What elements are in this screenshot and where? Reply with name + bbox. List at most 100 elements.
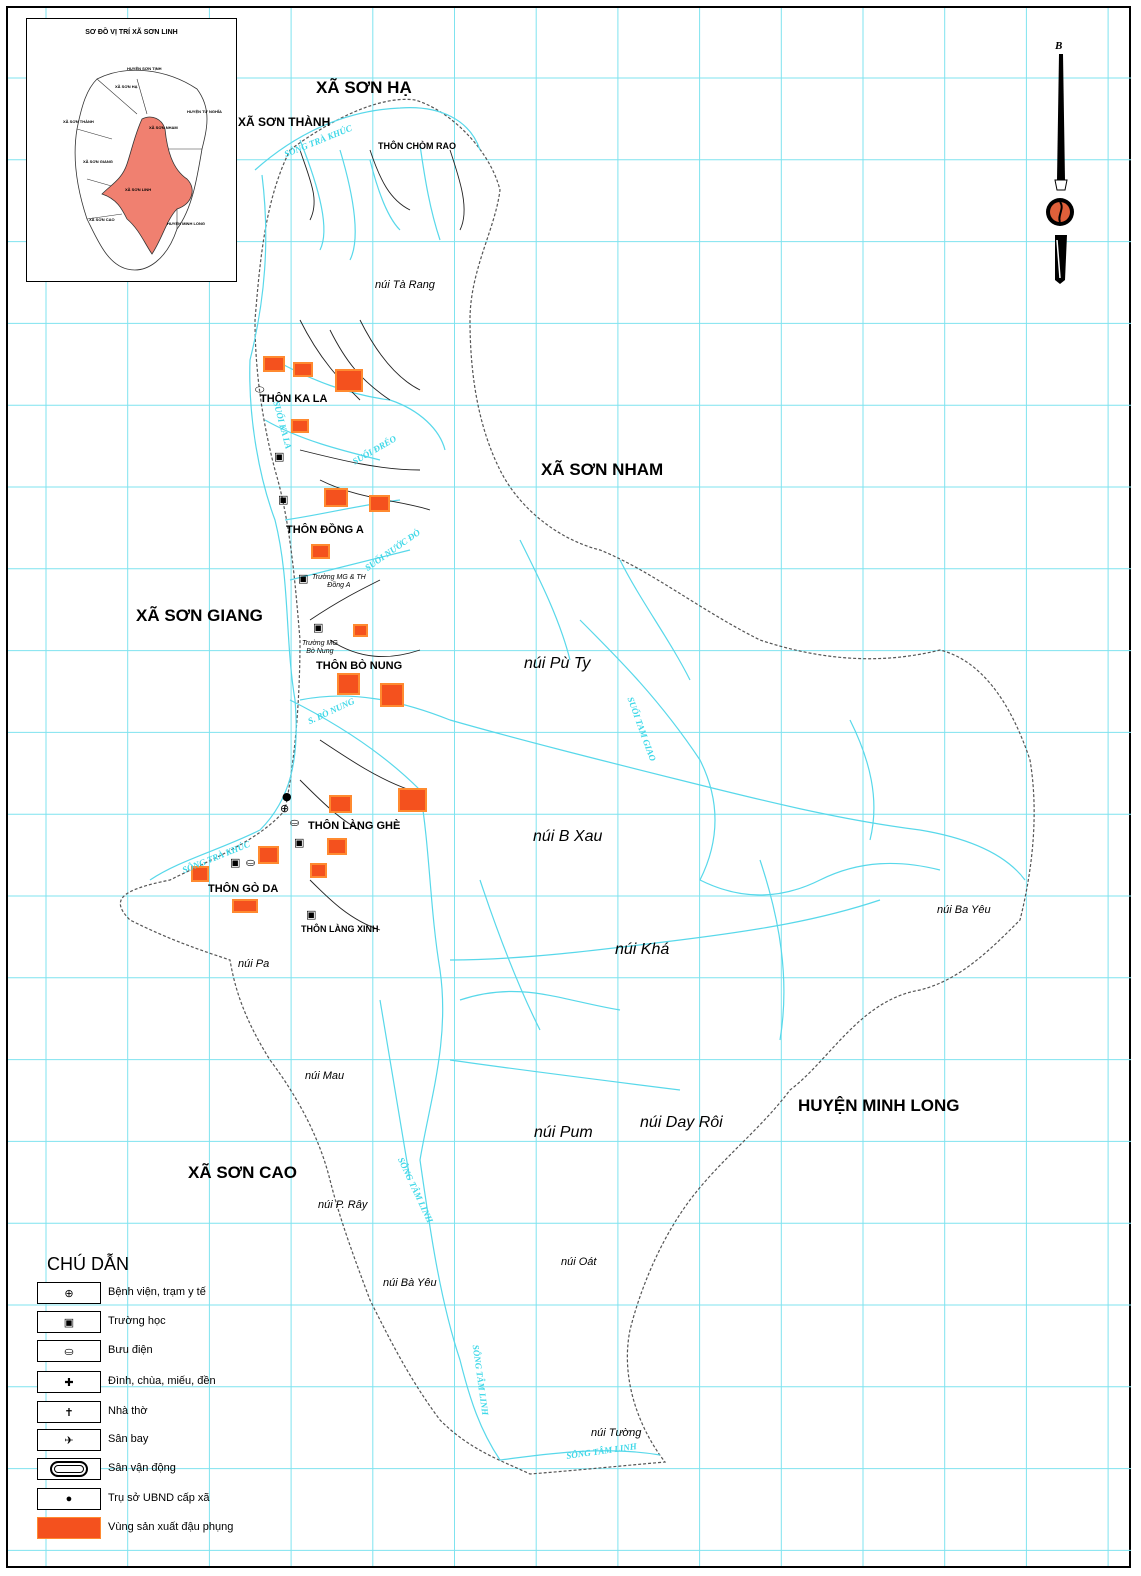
mountain-label: núi Pa bbox=[238, 958, 270, 970]
peanut-area bbox=[353, 624, 368, 637]
peanut-area bbox=[232, 899, 258, 913]
legend-label: Đình, chùa, miếu, đền bbox=[108, 1375, 216, 1387]
legend-label: Vùng sản xuất đậu phụng bbox=[108, 1521, 234, 1533]
legend-label: Trụ sở UBND cấp xã bbox=[108, 1492, 210, 1504]
school-label: Trường MG Bò Nung bbox=[302, 640, 338, 656]
commune-label: XÃ SƠN CAO bbox=[188, 1163, 297, 1182]
peanut-area bbox=[327, 838, 347, 855]
commune-label: XÃ SƠN THÀNH bbox=[238, 115, 331, 129]
location-inset: SƠ ĐỒ VỊ TRÍ XÃ SƠN LINH HUYỆN SƠN TỊNH … bbox=[26, 18, 237, 282]
ubnd-icon: ● bbox=[282, 790, 292, 803]
inset-label: XÃ SƠN NHAM bbox=[149, 125, 178, 130]
inset-label: XÃ SƠN HẠ bbox=[115, 84, 138, 89]
peanut-area-icon bbox=[37, 1517, 101, 1539]
hamlet-label: THÔN ĐỒNG A bbox=[286, 524, 364, 536]
son-linh-highlight bbox=[101, 116, 193, 255]
inset-label: XÃ SƠN THÀNH bbox=[63, 119, 94, 124]
post-office-icon: ⛀ bbox=[290, 816, 299, 829]
mountain-label: núi Oát bbox=[561, 1256, 597, 1268]
north-arrow: B bbox=[1035, 40, 1085, 290]
church-icon: ✝ bbox=[37, 1401, 101, 1423]
legend-item: Vùng sản xuất đậu phụng bbox=[37, 1517, 237, 1539]
inset-label: XÃ SƠN GIANG bbox=[83, 159, 113, 164]
legend-item: ✝ Nhà thờ bbox=[37, 1401, 237, 1423]
legend-item: ⊕ Bệnh viện, trạm y tế bbox=[37, 1282, 237, 1304]
school-label-line: Bò Nung bbox=[306, 648, 334, 655]
school-icon: ▣ bbox=[306, 908, 316, 921]
inset-label: HUYỆN TƯ NGHĨA bbox=[187, 109, 222, 114]
commune-boundary bbox=[119, 98, 1035, 1475]
mountain-label: núi P. Rây bbox=[318, 1199, 368, 1211]
hamlet-label: THÔN GÒ DA bbox=[208, 883, 279, 895]
legend-label: Sân bay bbox=[108, 1433, 149, 1445]
post-office-icon: ⛀ bbox=[246, 856, 255, 869]
legend-title: CHÚ DẪN bbox=[47, 1254, 130, 1274]
mountain-label: núi Ba Yêu bbox=[937, 904, 991, 916]
peanut-area bbox=[335, 369, 363, 392]
peanut-area bbox=[293, 362, 313, 377]
legend-item: ● Trụ sở UBND cấp xã bbox=[37, 1488, 237, 1510]
grid-lines bbox=[8, 8, 1131, 1566]
peanut-area bbox=[263, 356, 285, 372]
mountain-label: núi Day Rôi bbox=[640, 1114, 723, 1131]
mountain-label: núi Mau bbox=[305, 1070, 345, 1082]
school-icon: ▣ bbox=[274, 450, 284, 463]
school-label-line: Trường MG bbox=[302, 640, 338, 647]
peanut-area bbox=[258, 846, 279, 864]
mountain-label: núi Pum bbox=[534, 1124, 593, 1141]
peanut-area bbox=[191, 866, 209, 882]
school-icon: ▣ bbox=[37, 1311, 101, 1333]
mountain-label: núi Tà Rang bbox=[375, 279, 435, 291]
legend-label: Sân vận động bbox=[108, 1462, 176, 1474]
stadium-icon bbox=[37, 1458, 101, 1480]
school-icon: ▣ bbox=[298, 572, 308, 585]
commune-label: XÃ SƠN NHAM bbox=[541, 460, 664, 479]
legend-label: Nhà thờ bbox=[108, 1405, 148, 1417]
legend-item: ✚ Đình, chùa, miếu, đền bbox=[37, 1371, 237, 1393]
inset-label: HUYỆN MINH LONG bbox=[167, 221, 205, 226]
peanut-area bbox=[311, 544, 330, 559]
hamlet-label: THÔN BÒ NUNG bbox=[316, 660, 403, 672]
inset-map bbox=[74, 69, 208, 271]
peanut-area bbox=[329, 795, 352, 813]
legend-label: Bệnh viện, trạm y tế bbox=[108, 1286, 206, 1298]
mountain-label: núi Khá bbox=[615, 941, 670, 958]
legend-label: Trường học bbox=[108, 1315, 166, 1327]
school-icon: ▣ bbox=[294, 836, 304, 849]
school-icon: ▣ bbox=[230, 856, 240, 869]
legend-item: ▣ Trường học bbox=[37, 1311, 237, 1333]
peanut-areas bbox=[191, 356, 427, 913]
inset-label: XÃ SƠN LINH bbox=[125, 187, 152, 192]
post-office-icon: ⛀ bbox=[37, 1340, 101, 1362]
hospital-icon: ⊕ bbox=[37, 1282, 101, 1304]
ubnd-icon: ● bbox=[37, 1488, 101, 1510]
inset-label: HUYỆN SƠN TỊNH bbox=[127, 66, 162, 71]
legend-item: Sân vận động bbox=[37, 1458, 237, 1480]
school-icon: ▣ bbox=[313, 621, 323, 634]
stadium-icon: ⬭ bbox=[255, 383, 265, 396]
peanut-area bbox=[369, 495, 390, 512]
rivers bbox=[149, 107, 1026, 1461]
peanut-area bbox=[380, 683, 404, 707]
hamlet-label: THÔN LÀNG XINH bbox=[301, 924, 379, 934]
school-label-line: Đồng A bbox=[327, 582, 351, 589]
peanut-area bbox=[337, 673, 360, 695]
map-symbols: ⬭ ▣ ▣ ▣ ▣ ● ⊕ ⛀ ▣ ▣ ⛀ ▣ bbox=[230, 383, 323, 921]
hamlet-label: THÔN LÀNG GHÈ bbox=[308, 820, 401, 832]
peanut-area bbox=[324, 488, 348, 507]
mountain-label: núi Pù Ty bbox=[524, 655, 591, 672]
commune-label: HUYỆN MINH LONG bbox=[798, 1096, 960, 1115]
legend-label: Bưu điện bbox=[108, 1344, 153, 1356]
streams bbox=[299, 149, 465, 931]
temple-icon: ✚ bbox=[37, 1371, 101, 1393]
hamlet-label: THÔN KA LA bbox=[260, 393, 328, 405]
school-label: Trường MG & TH Đồng A bbox=[312, 574, 366, 590]
commune-label: XÃ SƠN GIANG bbox=[136, 606, 263, 625]
mountain-label: núi Bà Yêu bbox=[383, 1277, 437, 1289]
mountain-label: núi Tường bbox=[591, 1427, 642, 1439]
legend-item: ✈ Sân bay bbox=[37, 1429, 237, 1451]
legend-item: ⛀ Bưu điện bbox=[37, 1340, 237, 1362]
commune-label: XÃ SƠN HẠ bbox=[316, 78, 412, 97]
hamlet-label: THÔN CHÒM RAO bbox=[378, 141, 456, 151]
